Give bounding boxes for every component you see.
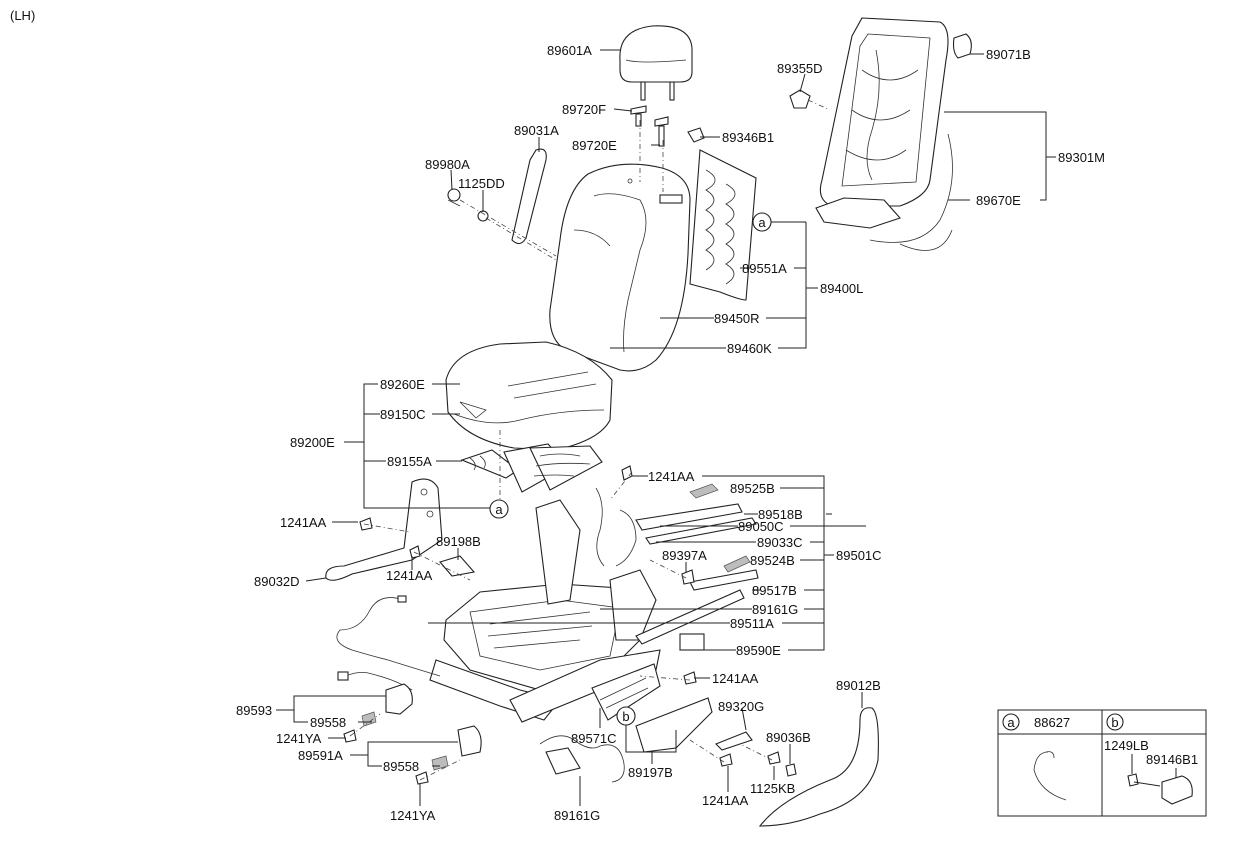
callout-marker-a: a [752, 212, 772, 232]
callout-marker-a: a [489, 499, 509, 519]
seat-frame-drawing [429, 487, 661, 723]
part-label: 1241AA [702, 793, 749, 808]
part-label: 89980A [425, 157, 470, 172]
headrest-guide-drawing [630, 105, 705, 147]
part-label: 89720E [572, 138, 617, 153]
part-label: 89593 [236, 703, 272, 718]
part-label: 89161G [752, 602, 798, 617]
seat-back-drawing [549, 163, 691, 372]
legend-marker-a: a [1007, 715, 1015, 730]
cushion-heater-pad-drawing [460, 443, 603, 493]
track-cover-drawing [325, 478, 476, 581]
part-label: 89525B [730, 481, 775, 496]
part-label: 89400L [820, 281, 863, 296]
part-label: 89460K [727, 341, 772, 356]
legend-part-a: 88627 [1034, 715, 1070, 730]
part-label: 1241YA [276, 731, 322, 746]
part-label: 1241AA [648, 469, 695, 484]
part-label: 89198B [436, 534, 481, 549]
part-label: 89320G [718, 699, 764, 714]
part-label: 89012B [836, 678, 881, 693]
part-label: 89301M [1058, 150, 1105, 165]
part-label: 89161G [554, 808, 600, 823]
part-labels: 89601A 89720F 89720E 89346B1 89031A 8998… [236, 43, 1105, 823]
part-label: 89355D [777, 61, 823, 76]
trim-rails-drawing [635, 483, 759, 651]
part-label: 89155A [387, 454, 432, 469]
part-label: 89031A [514, 123, 559, 138]
part-label: 89558 [383, 759, 419, 774]
part-label: 1241AA [280, 515, 327, 530]
part-label: 1241AA [712, 671, 759, 686]
svg-text:b: b [622, 709, 629, 724]
part-label: 89033C [757, 535, 803, 550]
part-label: 1241AA [386, 568, 433, 583]
legend-part-b: 89146B1 [1146, 752, 1198, 767]
part-label: 89720F [562, 102, 606, 117]
part-label: 89511A [730, 616, 774, 631]
part-label: 89197B [628, 765, 673, 780]
legend-marker-b: b [1111, 715, 1118, 730]
part-label: 89524B [750, 553, 795, 568]
part-label: 89260E [380, 377, 425, 392]
part-label: 89397A [662, 548, 707, 563]
part-label: 89200E [290, 435, 335, 450]
part-label: 89032D [254, 574, 300, 589]
part-label: 1125DD [458, 176, 505, 191]
svg-text:a: a [495, 502, 503, 517]
assembly-guide-lines [349, 99, 831, 781]
part-label: 89558 [310, 715, 346, 730]
part-label: 89590E [736, 643, 781, 658]
part-label: 89050C [738, 519, 784, 534]
part-label: 89551A [742, 261, 787, 276]
part-label: 1241YA [390, 808, 436, 823]
part-label: 89071B [986, 47, 1031, 62]
seat-cushion-drawing [445, 341, 613, 451]
part-label: 89518B [758, 507, 803, 522]
part-label: 89450R [714, 311, 760, 326]
side-shield-drawing [591, 663, 879, 827]
leader-lines [276, 49, 1056, 806]
svg-text:a: a [758, 215, 766, 230]
part-label: 89517B [752, 583, 797, 598]
legend-part-b: 1249LB [1104, 738, 1149, 753]
view-label: (LH) [10, 8, 35, 23]
part-label: 89036B [766, 730, 811, 745]
back-heater-pad-drawing [689, 149, 757, 301]
part-label: 89346B1 [722, 130, 774, 145]
part-label: 89150C [380, 407, 426, 422]
legend-table: a 88627 b 1249LB 89146B1 [997, 709, 1207, 817]
callout-marker-b: b [616, 706, 636, 726]
part-label: 89571C [571, 731, 617, 746]
part-label: 89670E [976, 193, 1021, 208]
part-label: 1125KB [750, 781, 795, 796]
part-label: 89601A [547, 43, 592, 58]
back-frame-drawing [789, 17, 972, 251]
part-label: 89591A [298, 748, 343, 763]
side-bolster-drawing [447, 148, 547, 245]
headrest-drawing [619, 25, 693, 101]
part-label: 89501C [836, 548, 882, 563]
